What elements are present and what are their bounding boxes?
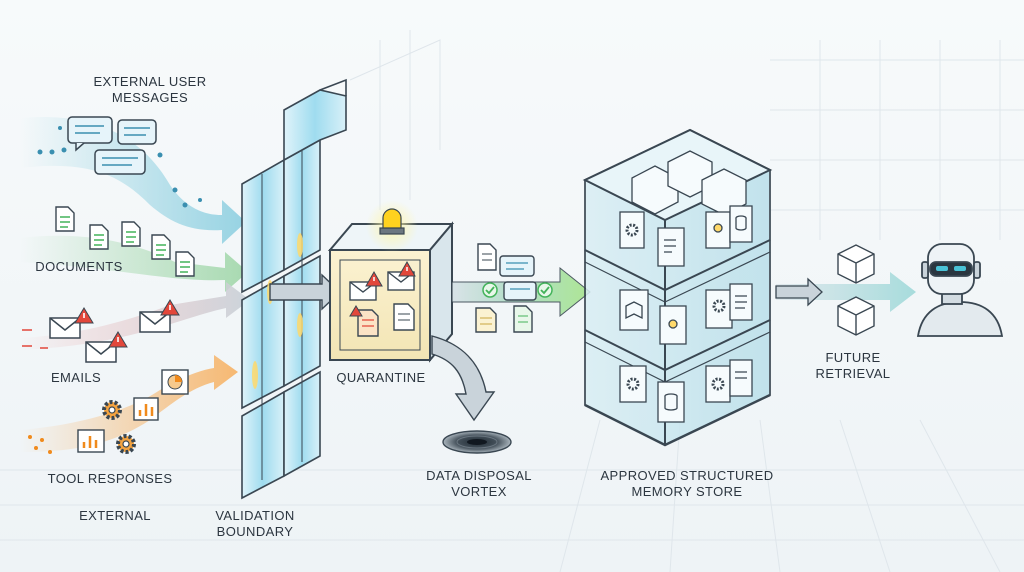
robot-icon <box>916 243 1004 337</box>
gear-icon <box>705 365 731 403</box>
document-icon <box>393 303 415 331</box>
label-approved-memory-store: APPROVED STRUCTURED MEMORY STORE <box>600 468 774 499</box>
memory-store-blocks <box>619 150 753 423</box>
database-icon <box>729 205 753 243</box>
document-icon <box>729 283 753 321</box>
chat-bubble-icon <box>503 281 537 301</box>
label-external: EXTERNAL <box>79 508 151 523</box>
document-icon <box>175 251 195 277</box>
document-icon <box>55 206 75 232</box>
chat-bubble-icon <box>94 149 146 175</box>
retrieved-blocks <box>837 244 875 336</box>
warning-icon <box>108 331 128 348</box>
book-icon <box>619 289 649 331</box>
gear-icon <box>116 434 136 454</box>
checkmark-icon <box>482 282 498 298</box>
label-external-user-messages: EXTERNAL USER MESSAGES <box>93 74 207 105</box>
label-documents: DOCUMENTS <box>35 259 123 274</box>
gear-icon <box>102 400 122 420</box>
document-icon <box>357 309 379 337</box>
warning-icon <box>349 305 363 317</box>
gear-icon <box>619 365 647 403</box>
alarm-light-icon <box>366 200 418 252</box>
chart-icon <box>77 429 105 453</box>
documents-stream <box>20 206 248 292</box>
gear-icon <box>705 289 733 329</box>
approved-items <box>475 243 553 333</box>
document-icon <box>151 234 171 260</box>
label-data-disposal-vortex: DATA DISPOSAL VORTEX <box>426 468 532 499</box>
document-icon <box>477 243 497 271</box>
chat-bubble-icon <box>499 255 535 277</box>
to-vortex-arrow <box>431 335 496 422</box>
checkmark-icon <box>537 282 553 298</box>
lightbulb-icon <box>659 305 687 345</box>
chat-bubble-icon <box>117 119 157 145</box>
document-icon <box>475 307 497 333</box>
document-icon <box>89 224 109 250</box>
to-retrieval-arrow <box>776 272 916 312</box>
label-future-retrieval: FUTURE RETRIEVAL <box>815 350 891 381</box>
chat-bubble-icon <box>67 116 113 152</box>
warning-icon <box>160 299 180 316</box>
document-icon <box>729 359 753 397</box>
chart-icon <box>133 397 159 421</box>
background-grid <box>0 30 1024 572</box>
gear-icon <box>619 211 645 249</box>
pie-chart-icon <box>161 369 189 395</box>
warning-icon <box>398 260 416 277</box>
data-disposal-vortex <box>442 430 512 454</box>
warning-icon <box>74 307 94 324</box>
label-emails: EMAILS <box>50 370 102 385</box>
label-quarantine: QUARANTINE <box>336 370 426 385</box>
email-icon <box>49 317 81 339</box>
document-icon <box>657 227 685 267</box>
email-icon <box>139 311 171 333</box>
tools-stream <box>20 355 238 454</box>
document-icon <box>513 305 533 333</box>
database-icon <box>657 381 685 423</box>
warning-icon <box>365 270 383 287</box>
emails-stream <box>20 282 250 363</box>
messages-stream <box>20 116 246 244</box>
store-output-arrow <box>775 277 823 307</box>
quarantined-items <box>349 260 416 337</box>
lightbulb-icon <box>705 211 731 249</box>
label-tool-responses: TOOL RESPONSES <box>47 471 173 486</box>
label-validation-boundary: VALIDATION BOUNDARY <box>215 508 295 539</box>
document-icon <box>121 221 141 247</box>
